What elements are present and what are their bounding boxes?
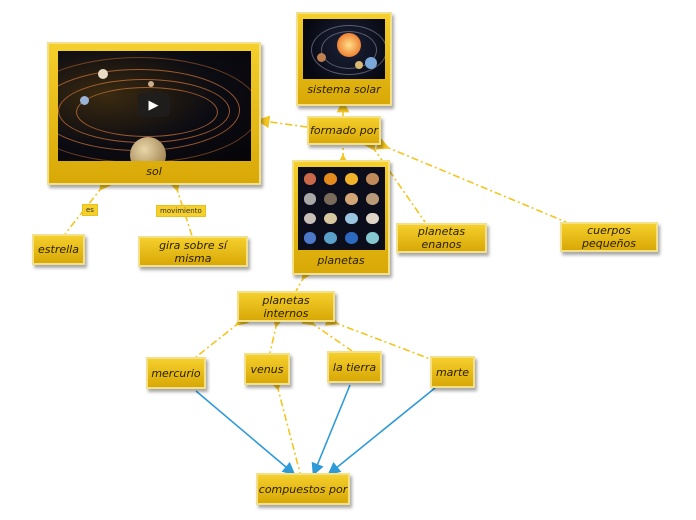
node-label: planetas internos xyxy=(262,293,310,320)
node-label: marte xyxy=(435,365,470,379)
node-planetas-enanos[interactable]: planetas enanos xyxy=(396,223,487,253)
node-label: la tierra xyxy=(332,360,377,374)
edge-venus-to-compuestos xyxy=(269,377,301,474)
node-sol[interactable]: ▶ sol xyxy=(47,42,261,185)
node-marte[interactable]: marte xyxy=(430,356,475,388)
edge-internos-to-venus xyxy=(269,314,285,354)
node-label: sistema solar xyxy=(307,83,381,96)
node-cuerpos-pequenos[interactable]: cuerpos pequeños xyxy=(560,222,658,252)
node-label: planetas xyxy=(317,254,365,267)
node-planetas[interactable]: planetas xyxy=(292,160,390,275)
play-icon: ▶ xyxy=(148,97,159,113)
edge-formado-to-cuerpos xyxy=(375,137,567,223)
node-label: formado por xyxy=(309,124,379,137)
node-formado-por[interactable]: formado por xyxy=(307,116,381,145)
edge-planetas-to-internos xyxy=(295,266,314,292)
solar-system-video[interactable]: ▶ xyxy=(57,51,251,161)
node-sistema-solar[interactable]: sistema solar xyxy=(296,12,392,106)
edge-formado-to-sol xyxy=(256,115,308,129)
planets-image xyxy=(297,167,385,250)
edge-internos-to-marte xyxy=(324,313,434,361)
play-button[interactable]: ▶ xyxy=(137,93,170,117)
edge-internos-to-tierra xyxy=(301,313,353,352)
edge-internos-to-mercurio xyxy=(195,313,249,358)
edge-marte-to-compuestos xyxy=(327,387,436,476)
edge-mercurio-to-compuestos xyxy=(195,390,296,476)
node-mercurio[interactable]: mercurio xyxy=(146,357,206,389)
edge-tierra-to-compuestos xyxy=(311,384,351,476)
node-la-tierra[interactable]: la tierra xyxy=(327,351,382,383)
edge-label-movimiento: movimiento xyxy=(156,205,206,217)
node-venus[interactable]: venus xyxy=(244,353,290,385)
node-label: venus xyxy=(250,362,284,376)
node-label: planetas enanos xyxy=(417,225,466,251)
node-estrella[interactable]: estrella xyxy=(32,234,85,265)
node-label: gira sobre sí misma xyxy=(159,238,227,265)
node-label: sol xyxy=(146,165,162,178)
solar-system-image xyxy=(303,19,385,79)
node-planetas-internos[interactable]: planetas internos xyxy=(237,291,335,322)
node-compuestos-por[interactable]: compuestos por xyxy=(256,473,350,505)
node-gira-sobre-si-misma[interactable]: gira sobre sí misma xyxy=(138,236,248,267)
edge-formado-to-enanos xyxy=(363,137,426,223)
node-label: compuestos por xyxy=(258,482,348,496)
edge-label-es: es xyxy=(82,204,98,216)
node-label: cuerpos pequeños xyxy=(582,224,636,250)
node-label: mercurio xyxy=(151,366,201,380)
node-label: estrella xyxy=(38,243,79,256)
